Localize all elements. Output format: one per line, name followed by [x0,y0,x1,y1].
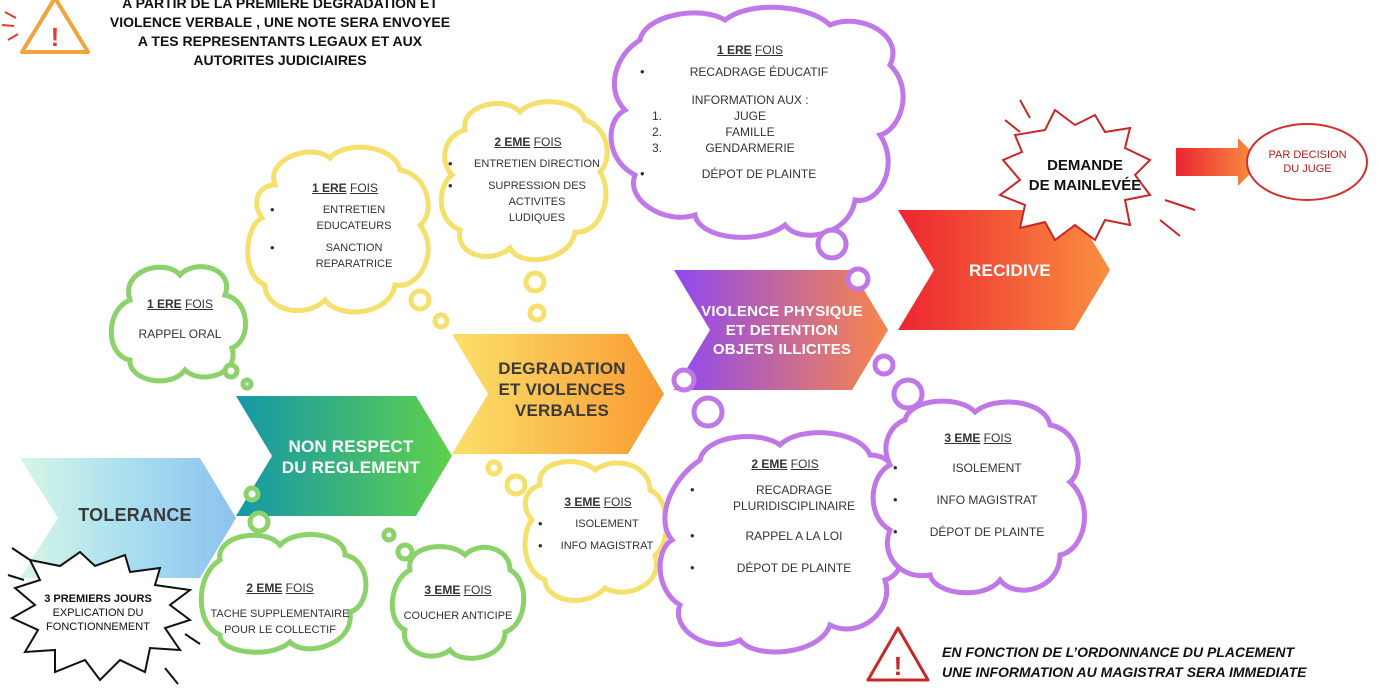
warning-icon-top: ! [1,0,90,54]
list-item: DÉPOT DE PLAINTE [690,560,880,576]
decision-arrow [1176,138,1262,186]
burst-right [997,108,1152,242]
burst-left [9,550,193,682]
step-tolerance: TOLERANCE [78,505,192,525]
warning-top-line-4: AUTORITES JUDICIAIRES [193,52,367,68]
recidive-chevron [898,210,1110,330]
burst-right-rays [1004,99,1196,237]
list-item: ISOLEMENT [538,516,658,532]
list-item: RECADRAGE ÉDUCATIF [640,64,860,80]
list-item: DÉPOT DE PLAINTE [640,166,860,182]
warning-note-bottom: EN FONCTION DE L’ORDONNANCE DU PLACEMENT… [942,642,1362,682]
warning-bottom-line-2: UNE INFORMATION AU MAGISTRAT SERA IMMEDI… [942,664,1307,680]
warning-top-line-1: A PARTIR DE LA PREMIERE DEGRADATION ET [122,0,438,11]
cloud-yellow-2-text: 2 EME FOIS ENTRETIEN DIRECTION SUPRESSIO… [448,134,608,232]
tolerance-chevron [20,458,236,578]
decision-circle [1246,123,1368,201]
step-recidive: RECIDIVE [969,261,1051,280]
cloud-green-1 [108,264,254,391]
burst-right-text: DEMANDE DE MAINLEVÉE [1028,157,1142,194]
cloud-green-3 [381,527,527,661]
cloud-green-2-text: 2 EME FOIS TACHE SUPPLEMENTAIRE POUR LE … [210,581,350,636]
decision-text: PAR DECISION DU JUGE [1268,149,1347,175]
warning-top-line-3: A TES REPRESENTANTS LEGAUX ET AUX [137,33,423,49]
violence-chevron [674,270,888,390]
list-item: INFO MAGISTRAT [538,538,658,554]
burst-left-rays [7,547,201,685]
list-item: DÉPOT DE PLAINTE [893,524,1063,540]
info-list: 1.JUGE 2.FAMILLE 3.GENDARMERIE [652,109,795,155]
svg-text:!: ! [51,22,60,52]
burst-left-text: 3 PREMIERS JOURS EXPLICATION DU FONCTION… [44,593,152,633]
list-item: INFO MAGISTRAT [893,492,1063,508]
degradation-chevron [452,334,664,454]
cloud-green-3-text: 3 EME FOIS COUCHER ANTICIPE [403,583,513,622]
list-item: ISOLEMENT [893,460,1063,476]
non-respect-chevron [236,396,452,516]
warning-top-line-2: VIOLENCE VERBALE , UNE NOTE SERA ENVOYEE [109,14,451,30]
cloud-green-1-text: 1 ERE FOIS RAPPEL ORAL [138,297,222,341]
svg-text:!: ! [894,651,903,681]
list-item: ENTRETIEN DIRECTION [448,156,608,172]
warning-note-top: A PARTIR DE LA PREMIERE DEGRADATION ET V… [80,0,480,70]
cloud-purple-1-text: 1 ERE FOIS RECADRAGE ÉDUCATIF INFORMATIO… [640,42,860,188]
list-item: RAPPEL A LA LOI [690,528,880,544]
cloud-yellow-3-text: 3 EME FOIS ISOLEMENT INFO MAGISTRAT [538,494,658,560]
cloud-green-2 [198,485,369,655]
warning-bottom-line-1: EN FONCTION DE L’ORDONNANCE DU PLACEMENT [942,644,1295,660]
cloud-purple-3-text: 3 EME FOIS ISOLEMENT INFO MAGISTRAT DÉPO… [893,430,1063,546]
warning-icon-bottom: ! [866,626,930,682]
